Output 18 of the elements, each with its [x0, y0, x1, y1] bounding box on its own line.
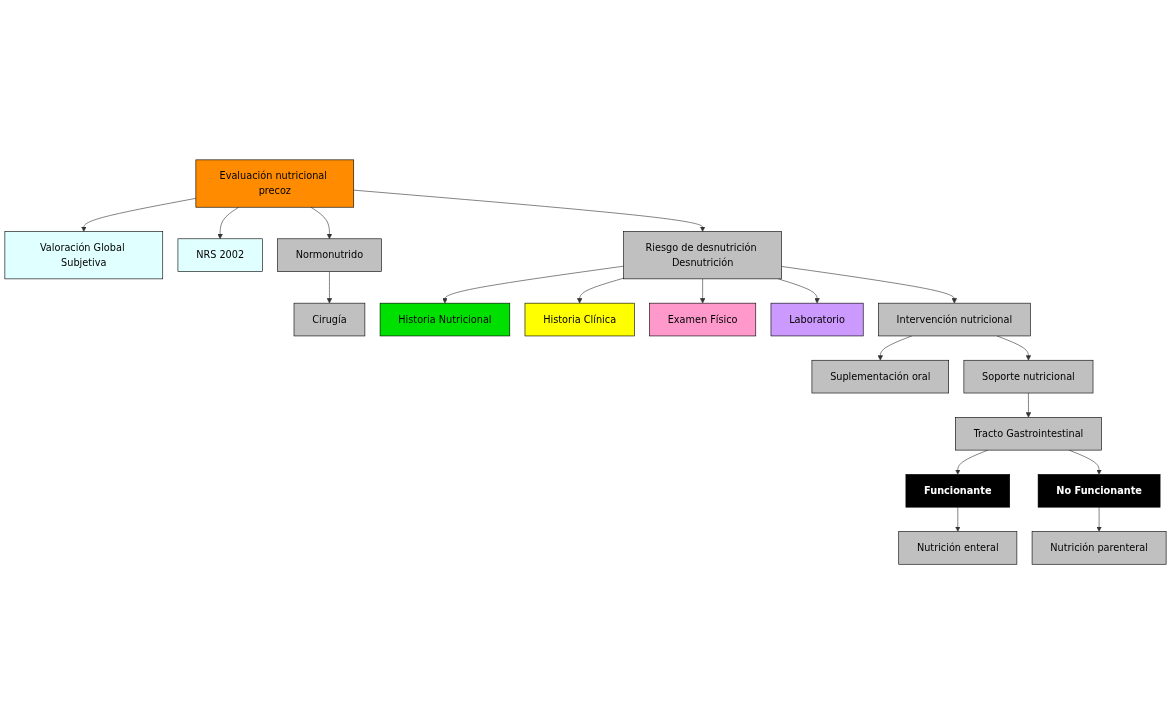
node-box: Nutrición parenteral: [1031, 531, 1167, 565]
node-box: Soporte nutricional: [963, 360, 1094, 394]
node-box: Evaluación nutricional precoz: [195, 160, 355, 208]
node-box: Historia Clínica: [524, 303, 635, 337]
node-box: Historia Nutricional: [379, 303, 511, 337]
node-box: Funcionante: [905, 474, 1010, 508]
node-box: Laboratorio: [770, 303, 864, 337]
node-box: Suplementación oral: [811, 360, 949, 394]
node-box: Examen Físico: [649, 303, 757, 337]
node-box: No Funcionante: [1037, 474, 1161, 508]
node-box: Normonutrido: [277, 238, 382, 273]
node-box: Nutrición enteral: [898, 531, 1018, 565]
node-box: Intervención nutricional: [878, 303, 1031, 337]
node-box: Valoración Global Subjetiva: [4, 231, 164, 280]
node-box: Cirugía: [293, 303, 366, 337]
node-box: Tracto Gastrointestinal: [955, 417, 1102, 451]
node-box: Riesgo de desnutrición Desnutrición: [623, 231, 782, 280]
node-box: NRS 2002: [177, 238, 263, 273]
